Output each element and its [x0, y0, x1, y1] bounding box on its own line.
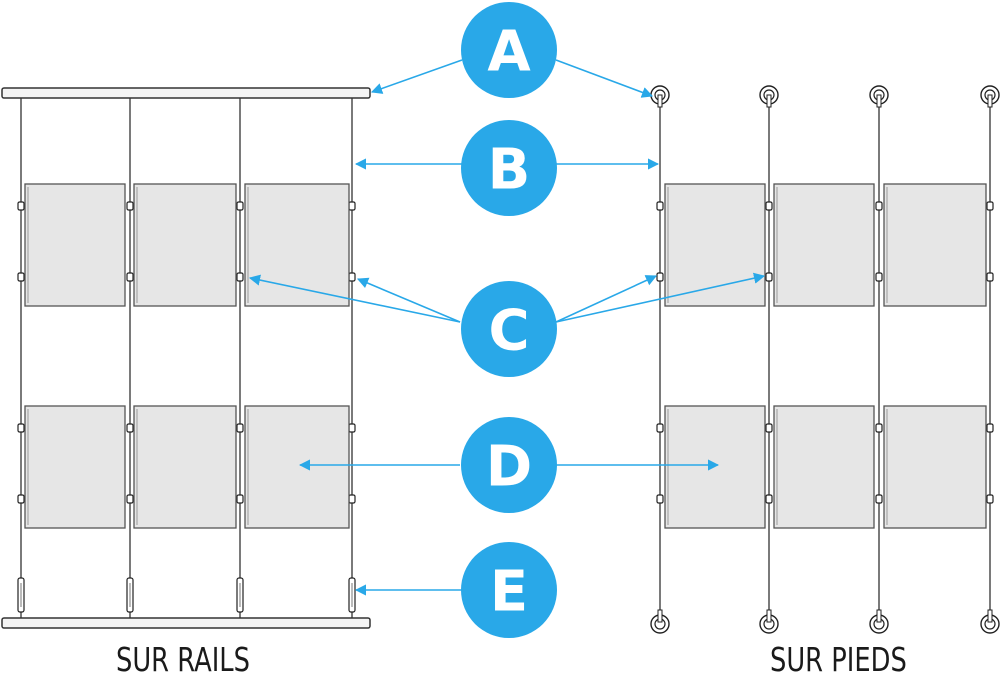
cable-clip [765, 494, 773, 504]
ceiling-fixing-stem [876, 94, 882, 108]
arrow-c-3 [555, 275, 658, 323]
display-panel [24, 405, 126, 529]
display-panel [244, 183, 350, 307]
bottom-rail [1, 617, 371, 629]
badge-b-label: B [488, 138, 531, 203]
cable-clip [236, 272, 244, 282]
display-panel [773, 405, 875, 529]
cable-clip [986, 201, 994, 211]
badge-b: B [461, 120, 557, 216]
display-panel [664, 183, 766, 307]
cable-clip [875, 423, 883, 433]
arrow-a-left [370, 59, 463, 94]
cable-clip [348, 201, 356, 211]
arrow-c-4 [555, 272, 766, 323]
arrow-c-1 [248, 274, 461, 323]
cable-clip [17, 423, 25, 433]
cable-clip [17, 201, 25, 211]
pied-panels [664, 183, 987, 529]
badge-d: D [461, 417, 557, 513]
cable-clip [17, 272, 25, 282]
cable-clip [986, 494, 994, 504]
display-panel [883, 183, 987, 307]
cable-clip [126, 272, 134, 282]
cable-clip [348, 494, 356, 504]
floor-fixing-stem [987, 609, 993, 623]
display-panel [133, 405, 237, 529]
rail-panels [24, 183, 350, 529]
cable-clip [986, 272, 994, 282]
callout-arrows [248, 59, 766, 596]
rail-cables [17, 98, 356, 618]
cable-clip [875, 272, 883, 282]
arrow-c-2 [356, 277, 461, 323]
badge-e-label: E [490, 560, 528, 625]
caption-sur-rails: SUR RAILS [116, 640, 250, 679]
badge-c-label: C [488, 299, 529, 364]
display-panel [883, 405, 987, 529]
display-panel [24, 183, 126, 307]
floor-fixing-stem [876, 609, 882, 623]
arrow-a-right [555, 59, 654, 98]
rail-system [1, 87, 371, 629]
display-panel [133, 183, 237, 307]
badge-e: E [461, 542, 557, 638]
caption-sur-pieds: SUR PIEDS [770, 640, 907, 679]
display-panel [244, 405, 350, 529]
ceiling-fixing-stem [987, 94, 993, 108]
pied-cables [650, 85, 1000, 634]
cable-clip [986, 423, 994, 433]
cable-clip [348, 423, 356, 433]
top-rail [1, 87, 371, 99]
cable-clip [765, 201, 773, 211]
badge-c: C [461, 281, 557, 377]
cable-clip [126, 201, 134, 211]
cable-clip [348, 272, 356, 282]
badge-a: A [461, 2, 557, 98]
display-panel [664, 405, 766, 529]
cable-clip [17, 494, 25, 504]
badge-d-label: D [486, 435, 532, 500]
cable-clip [875, 201, 883, 211]
cable-clip [765, 423, 773, 433]
floor-fixing-stem [766, 609, 772, 623]
cable-clip [236, 423, 244, 433]
display-panel [773, 183, 875, 307]
ceiling-fixing-stem [657, 94, 663, 108]
cable-clip [236, 201, 244, 211]
cable-clip [656, 494, 664, 504]
cable-clip [656, 272, 664, 282]
cable-clip [656, 201, 664, 211]
cable-clip [656, 423, 664, 433]
cable-clip [126, 494, 134, 504]
cable-clip [236, 494, 244, 504]
cable-clip [875, 494, 883, 504]
floor-fixing-stem [657, 609, 663, 623]
ceiling-fixing-stem [766, 94, 772, 108]
floor-ceiling-system [650, 85, 1000, 634]
cable-clip [126, 423, 134, 433]
cable-clip [765, 272, 773, 282]
badge-a-label: A [487, 20, 531, 85]
